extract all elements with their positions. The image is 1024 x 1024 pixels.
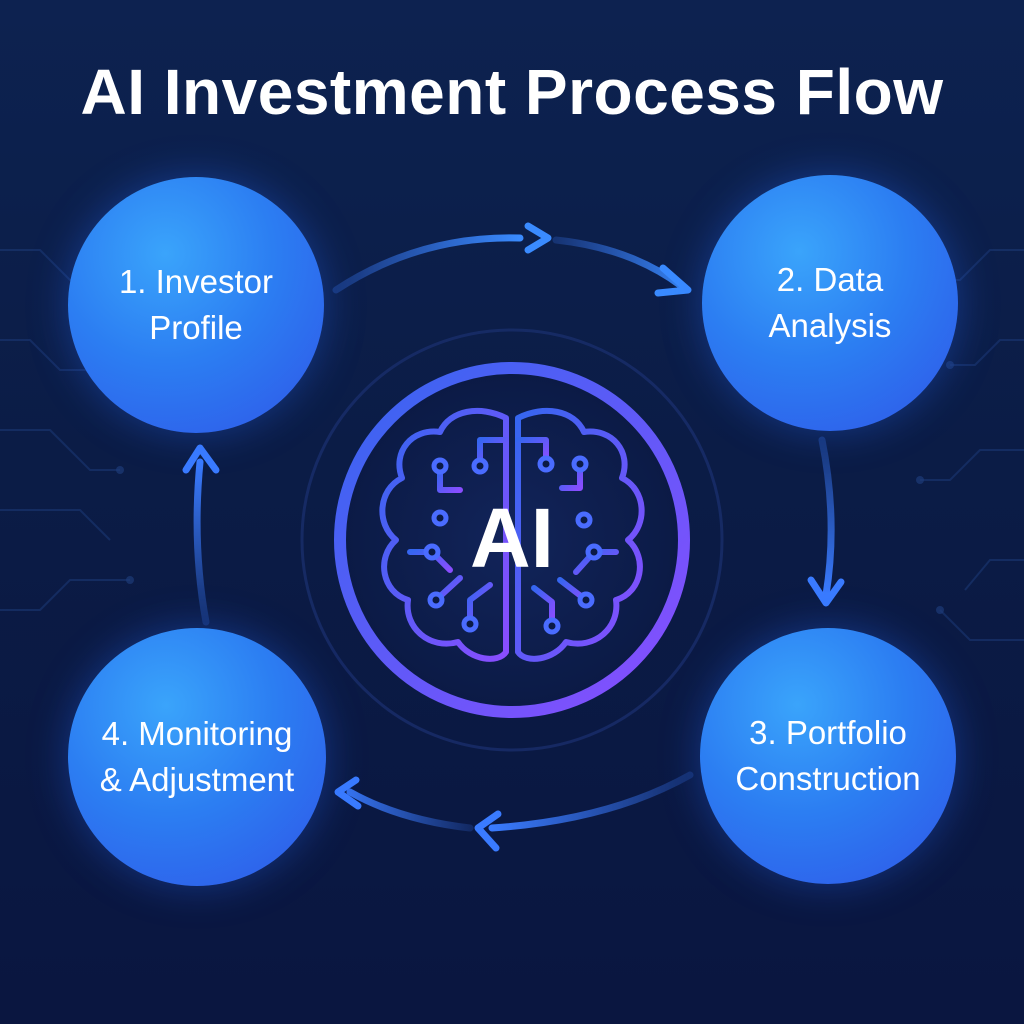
brain-circuit-nodes [423,455,603,635]
step-investor-profile: 1. Investor Profile [68,177,324,433]
arrow-step1-to-step2 [332,222,692,297]
step-label-line2: Profile [149,309,243,346]
step-label-line1: 2. Data [776,261,884,298]
arrow-step3-to-step4 [334,771,694,852]
step-portfolio-construction-label: 3. Portfolio Construction [713,710,943,802]
step-monitoring-adjustment-label: 4. Monitoring & Adjustment [82,711,312,803]
arrow-step4-to-step1 [182,444,220,626]
step-label-line1: 1. Investor [118,263,274,300]
step-label-line2: & Adjustment [99,761,295,798]
step-label-line1: 4. Monitoring [101,715,293,752]
step-investor-profile-label: 1. Investor Profile [81,259,311,351]
step-label-line2: Analysis [768,307,892,344]
page-title: AI Investment Process Flow [80,56,944,128]
center-ai-label: AI [470,491,554,585]
center-ring [334,362,690,718]
step-label-line2: Construction [735,760,921,797]
outer-faint-ring [300,328,724,752]
step-portfolio-construction: 3. Portfolio Construction [700,628,956,884]
step-data-analysis-label: 2. Data Analysis [715,257,945,349]
step-data-analysis: 2. Data Analysis [702,175,958,431]
step-label-line1: 3. Portfolio [749,714,907,751]
step-monitoring-adjustment: 4. Monitoring & Adjustment [68,628,326,886]
arrow-step2-to-step3 [807,436,845,607]
